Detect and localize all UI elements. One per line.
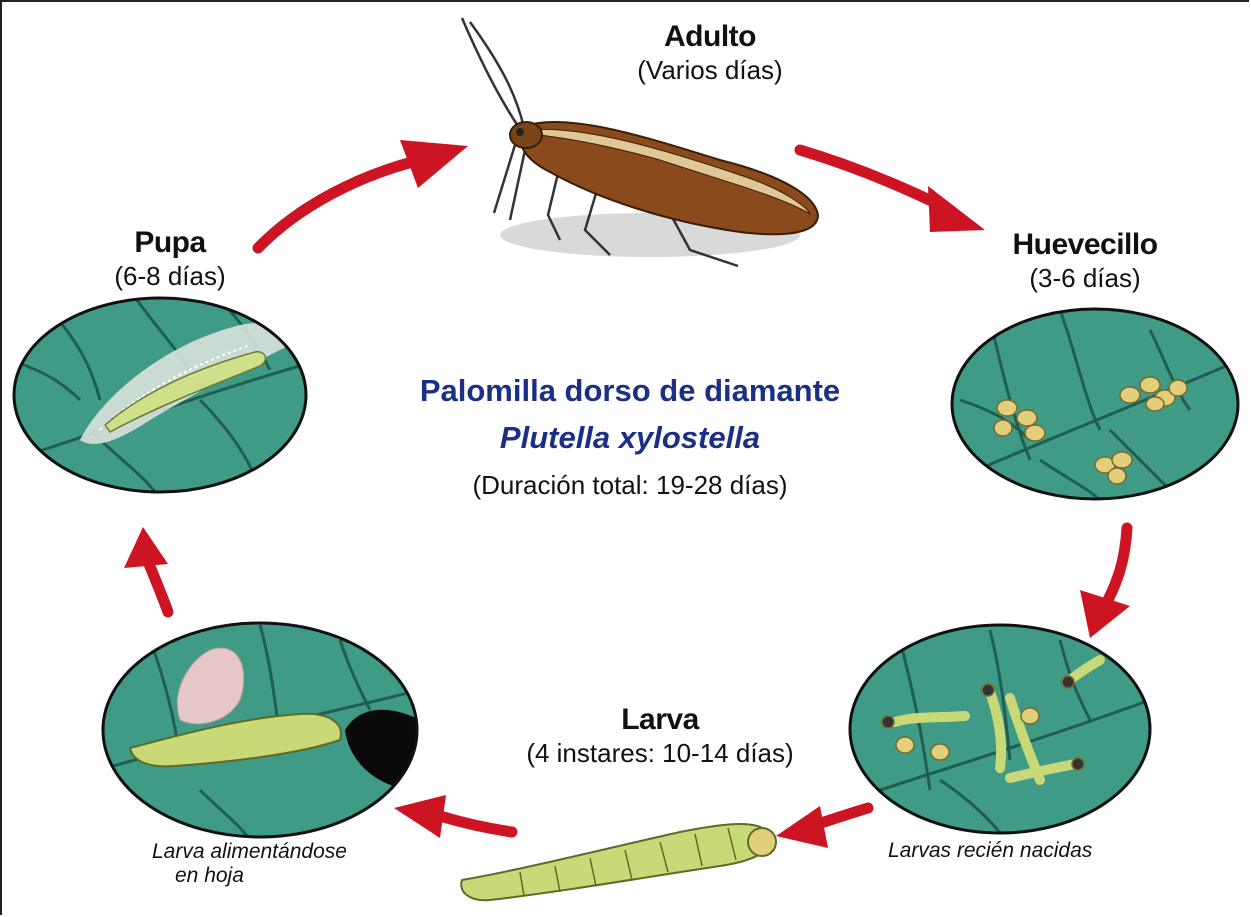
larva-stage-duration: (4 instares: 10-14 días)	[480, 737, 840, 769]
egg-stage-label: Huevecillo (3-6 días)	[935, 228, 1235, 294]
arrow-feeding-to-pupa	[124, 527, 168, 612]
common-name-title: Palomilla dorso de diamante	[360, 373, 900, 409]
hatchlings-caption: Larvas recién nacidas	[888, 839, 1148, 863]
adult-stage-duration: (Varios días)	[560, 54, 860, 86]
egg-stage-duration: (3-6 días)	[935, 262, 1235, 294]
feeding-larva-leaf-illustration	[100, 623, 420, 840]
egg-stage-name: Huevecillo	[935, 228, 1235, 262]
total-duration-text: (Duración total: 19-28 días)	[360, 470, 900, 501]
arrow-egg-to-hatchlings	[1080, 528, 1130, 638]
hatchlings-leaf-illustration	[850, 625, 1150, 833]
pupa-stage-label: Pupa (6-8 días)	[50, 226, 290, 292]
feeding-caption-line2: en hoja	[175, 864, 375, 888]
pupa-stage-name: Pupa	[50, 226, 290, 260]
pupa-leaf-illustration	[10, 290, 320, 500]
larva-stage-label: Larva (4 instares: 10-14 días)	[480, 703, 840, 769]
adult-stage-label: Adulto (Varios días)	[560, 20, 860, 86]
scientific-name-title: Plutella xylostella	[360, 420, 900, 456]
arrow-larva-to-feeding	[394, 795, 512, 838]
larva-stage-name: Larva	[480, 703, 840, 737]
feeding-caption-line1: Larva alimentándose	[152, 840, 392, 864]
arrow-hatchlings-to-larva	[776, 806, 868, 848]
arrow-adult-to-egg	[800, 150, 985, 232]
adult-stage-name: Adulto	[560, 20, 860, 54]
egg-leaf-illustration	[952, 309, 1240, 500]
pupa-stage-duration: (6-8 días)	[50, 260, 290, 292]
